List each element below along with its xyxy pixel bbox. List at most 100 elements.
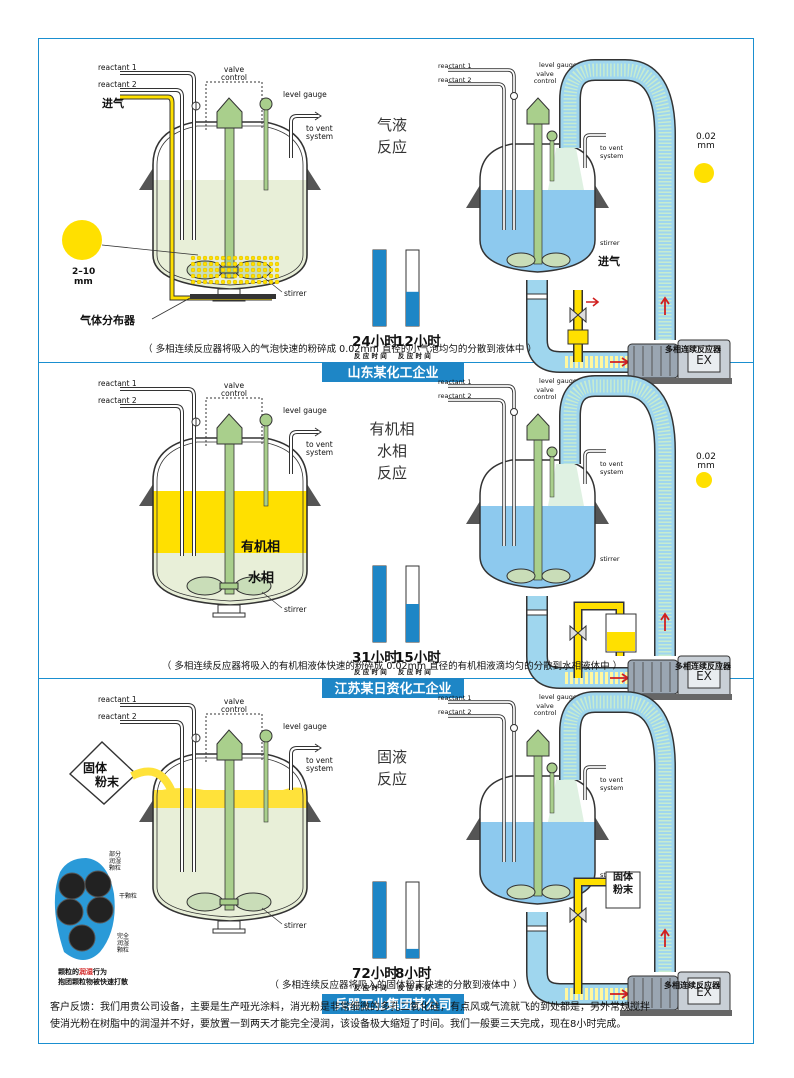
panel-title: 反应	[377, 138, 407, 156]
spray-plume	[548, 148, 584, 190]
gas-bubble	[268, 261, 274, 267]
impeller-blade	[541, 252, 571, 268]
ex-label: EX	[696, 985, 712, 999]
reactor-name: 多相连续反应器	[675, 661, 732, 671]
panel-title: 反应	[377, 464, 407, 482]
gas-bubble	[238, 273, 244, 279]
gas-bubble	[202, 273, 208, 279]
ex-label: EX	[696, 669, 712, 683]
fine-bubble	[694, 163, 714, 183]
level-gauge-label: level gauge	[283, 90, 327, 99]
support-bracket	[466, 501, 480, 524]
vessel-wall	[479, 143, 596, 273]
reactant2-pipe-core	[120, 89, 183, 240]
gas-bubble	[226, 273, 232, 279]
valve-label: valve	[224, 65, 245, 74]
impeller-hub	[219, 898, 239, 906]
powder-feed	[575, 879, 606, 994]
control-label: control	[221, 389, 247, 398]
stirrer-motor	[526, 729, 550, 757]
powder-hopper-label: 粉末	[613, 883, 634, 896]
vessel-wall	[479, 775, 596, 905]
stirrer-label: stirrer	[284, 605, 307, 614]
system-label: system	[600, 784, 624, 792]
wetting-caption-emphasis: 润湿	[79, 967, 93, 976]
stirrer-label: stirrer	[600, 555, 620, 563]
valve-icon	[510, 408, 518, 416]
gas-bubble	[262, 267, 268, 273]
panel-caption: （ 多相连续反应器将吸入的有机相液体快速的粉碎成 0.02mm 直径的有机相液滴…	[162, 660, 622, 672]
organic-phase-label: 有机相	[241, 539, 280, 555]
support-bracket	[466, 817, 480, 840]
gas-bubble	[244, 273, 250, 279]
gas-bubble	[250, 267, 256, 273]
reactant1-label: reactant 1	[438, 694, 472, 702]
gas-bubble	[244, 279, 250, 285]
gas-bubble	[226, 255, 232, 261]
time-bar-left	[373, 250, 386, 326]
particle	[68, 924, 96, 952]
system-label: system	[600, 152, 624, 160]
gas-bubble	[256, 255, 262, 261]
pump-base	[620, 378, 732, 384]
level-gauge-rod	[263, 425, 269, 507]
system-label: system	[306, 448, 333, 457]
spray-plume	[548, 464, 584, 506]
gas-bubble	[256, 273, 262, 279]
gas-bubble	[274, 267, 280, 273]
ex-plate	[687, 661, 721, 689]
reaction-time-label: 反 应 时 间	[398, 983, 431, 992]
level-gauge-rod	[263, 741, 269, 823]
vent-pipe-core	[584, 450, 606, 484]
support-bracket	[139, 800, 153, 822]
outer-frame	[38, 38, 754, 1044]
gas-bubble	[232, 273, 238, 279]
gas-bubble	[268, 255, 274, 261]
wetting-caption-suffix: 行为	[92, 967, 107, 976]
partial-wet-label: 部分	[109, 850, 121, 858]
drain-flange	[212, 928, 246, 934]
ex-plate	[687, 345, 721, 373]
gas-bubble	[262, 273, 268, 279]
stirrer-shaft	[533, 103, 543, 265]
stirrer-motor	[216, 729, 243, 761]
solid-liquid-detail: 固体粉末固体粉末部分润湿颗粒干颗粒完全润湿颗粒颗粒的润湿行为抱团颗粒物被快速打散…	[54, 741, 721, 991]
stirrer-shaft	[224, 107, 235, 279]
company-banner	[322, 994, 464, 1014]
valve-icon	[510, 92, 518, 100]
powder-hopper-label: 固体	[613, 870, 634, 883]
gas-bubble	[202, 279, 208, 285]
company-name: 江苏某日资化工企业	[334, 681, 451, 697]
impeller-blade	[506, 884, 536, 900]
to-vent-label: to vent	[600, 144, 624, 152]
reactant1-label: reactant 1	[98, 379, 137, 388]
reaction-time-label: 反 应 时 间	[398, 667, 431, 676]
gas-bubble	[220, 261, 226, 267]
gas-bubble	[238, 279, 244, 285]
pump-base	[620, 694, 732, 700]
impeller-blade	[506, 568, 536, 584]
gas-bubble	[220, 267, 226, 273]
customer-feedback-line2: 使消光粉在树脂中的润湿并不好，要放置一到两天才能完全浸润，该设备极大缩短了时间。…	[50, 1019, 627, 1030]
gas-valve-body	[567, 329, 589, 345]
reactant2-label: reactant 2	[98, 712, 137, 721]
stirrer-motor	[216, 97, 243, 129]
gas-bubble	[274, 255, 280, 261]
control-label: control	[534, 393, 557, 401]
reactant2-label: reactant 2	[438, 76, 472, 84]
impeller-blade	[234, 892, 272, 912]
fine-droplet-size: 0.02	[696, 452, 716, 462]
gas-bubble	[226, 267, 232, 273]
gas-bubble	[238, 261, 244, 267]
control-label: control	[221, 705, 247, 714]
gas-bubble	[274, 261, 280, 267]
impeller-blade	[186, 892, 224, 912]
vent-arrow	[314, 743, 322, 753]
reactant1-pipe-core	[448, 701, 515, 862]
particle	[84, 870, 112, 898]
